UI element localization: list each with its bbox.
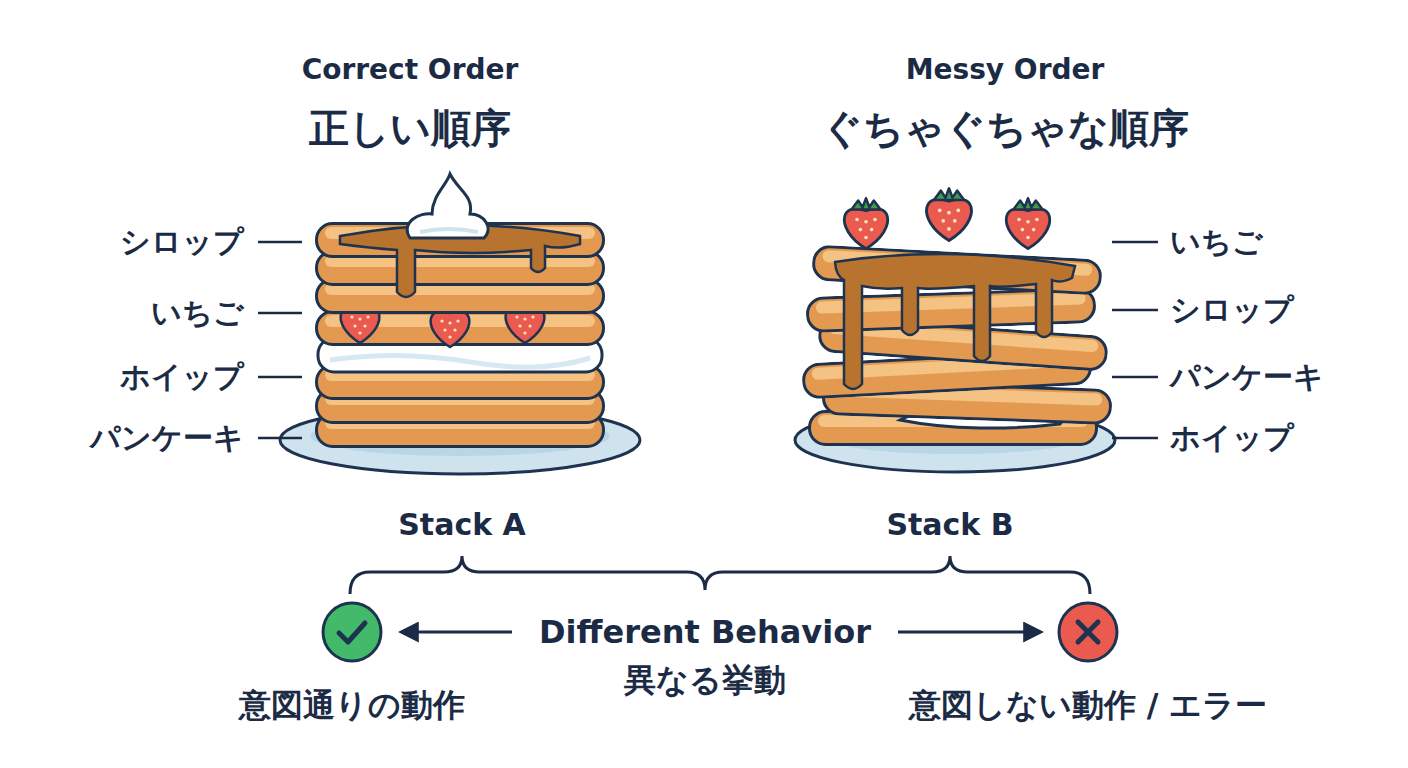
layer-label: いちご xyxy=(1170,225,1263,260)
center-label: Different Behavior xyxy=(539,614,871,651)
heading-ja: 正しい順序 xyxy=(309,105,511,151)
layer-label: ホイップ xyxy=(1170,421,1294,456)
stack-a-illustration xyxy=(258,174,640,474)
layer-label: パンケーキ xyxy=(90,421,244,456)
error-icon: 意図しない動作 / エラー xyxy=(1056,600,1120,664)
result-caption: 意図通りの動作 xyxy=(239,687,465,724)
heading-en: Messy Order xyxy=(906,54,1105,86)
icon-circle xyxy=(1056,600,1120,664)
stack-label: Stack A xyxy=(398,508,526,543)
heading-en: Correct Order xyxy=(302,54,519,86)
arrow-right xyxy=(898,631,1040,634)
layer-label: シロップ xyxy=(1170,293,1294,328)
stack-label: Stack B xyxy=(886,508,1013,543)
heading-ja: ぐちゃぐちゃな順序 xyxy=(822,105,1189,151)
success-icon: 意図通りの動作 xyxy=(320,600,384,664)
icon-circle xyxy=(320,600,384,664)
center-label: 異なる挙動 xyxy=(624,662,786,699)
layer-label: シロップ xyxy=(120,225,244,260)
stack-b-illustration xyxy=(795,188,1158,472)
bracket xyxy=(350,556,1090,594)
layer-label: ホイップ xyxy=(120,360,244,395)
layer-label: いちご xyxy=(151,296,244,331)
arrow-left xyxy=(402,631,512,634)
result-caption: 意図しない動作 / エラー xyxy=(909,687,1268,724)
layer-label: パンケーキ xyxy=(1170,360,1324,395)
